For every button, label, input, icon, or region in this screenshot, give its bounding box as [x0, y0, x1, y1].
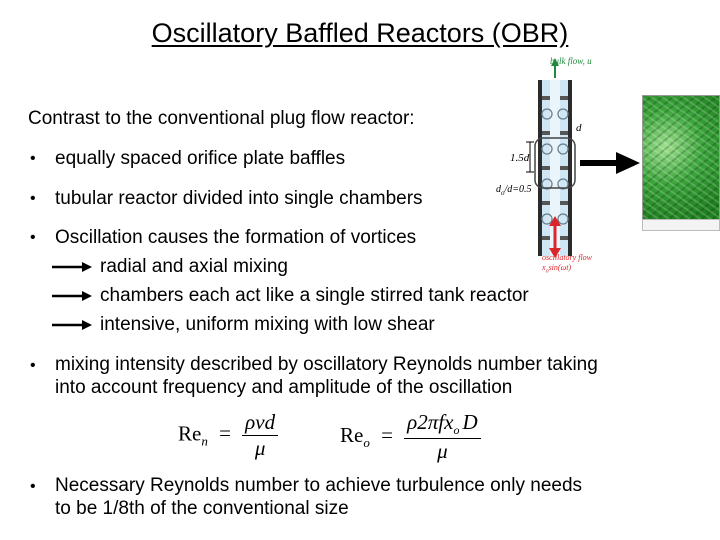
reactor-tube-figure	[526, 58, 640, 258]
bulk-flow-label: bulk flow, u	[550, 56, 592, 66]
sub-item: radial and axial mixing	[52, 256, 288, 278]
diameter-label: d	[576, 122, 582, 134]
right-arrow-icon	[52, 262, 92, 272]
bullet-chambers: tubular reactor divided into single cham…	[55, 188, 423, 209]
bullet-glyph: •	[30, 357, 36, 374]
bullet-baffles: equally spaced orifice plate baffles	[55, 148, 346, 169]
bullet-turbulence-cont: to be 1/8th of the conventional size	[55, 498, 349, 519]
oscillatory-flow-label: oscillatory flow xosin(ωt)	[542, 253, 592, 275]
sub-item: intensive, uniform mixing with low shear	[52, 314, 435, 336]
bullet-turbulence: Necessary Reynolds number to achieve tur…	[55, 475, 583, 496]
right-arrow-icon	[52, 320, 92, 330]
micrograph-caption-strip	[642, 219, 720, 231]
orifice-ratio-label: do/d=0.5	[496, 184, 532, 197]
bullet-glyph: •	[30, 150, 36, 167]
bullet-vortices: Oscillation causes the formation of vort…	[55, 227, 417, 248]
sub-item: chambers each act like a single stirred …	[52, 285, 529, 307]
slide-title: Oscillatory Baffled Reactors (OBR)	[151, 18, 569, 48]
right-arrow-icon	[52, 291, 92, 301]
obr-diagram: bulk flow, u 1.5d d do/d=0.5 oscillatory…	[480, 56, 720, 286]
sub-item-label: chambers each act like a single stirred …	[100, 285, 529, 306]
vortex-micrograph-image	[642, 95, 720, 225]
bullet-glyph: •	[30, 190, 36, 207]
equation-re-n: Ren = ρvd μ	[178, 410, 279, 461]
bullet-glyph: •	[30, 478, 36, 495]
bullet-reynolds-cont: into account frequency and amplitude of …	[55, 377, 513, 398]
bullet-glyph: •	[30, 229, 36, 246]
intro-text: Contrast to the conventional plug flow r…	[28, 108, 415, 129]
sub-item-label: intensive, uniform mixing with low shear	[100, 314, 435, 335]
bullet-reynolds: mixing intensity described by oscillator…	[55, 354, 598, 375]
sub-item-label: radial and axial mixing	[100, 256, 288, 277]
spacing-label: 1.5d	[510, 152, 530, 164]
